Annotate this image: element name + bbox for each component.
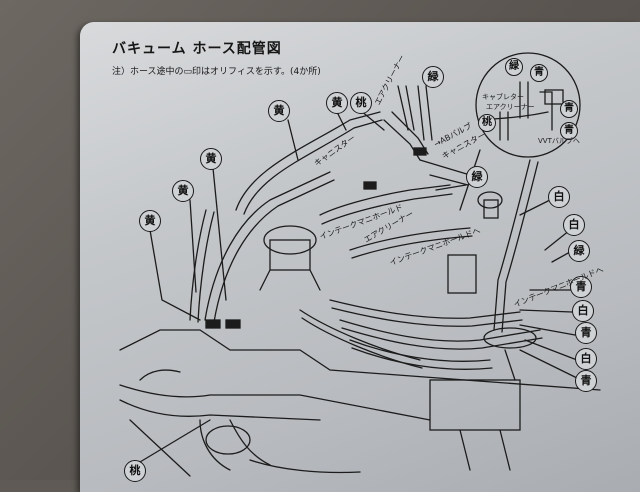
tag-green-1: 緑 [422,66,444,88]
tag-blue-1: 青 [570,276,592,298]
tag-yellow-5: 黄 [326,92,348,114]
tag-peach-1: 桃 [350,92,372,114]
orifice-1 [205,319,221,329]
bottom-valve [483,327,537,349]
tag-white-4: 白 [575,348,597,370]
tag-blue-2: 青 [575,322,597,344]
tag-green-3: 緑 [568,240,590,262]
orifice-note: 注）ホース途中の▭印はオリフィスを示す。(4か所) [112,67,321,77]
inset-label-vvt: VVTバルブへ [538,137,580,145]
inset-tag-blue-3: 青 [560,122,578,140]
inset-tag-blue-1: 青 [530,64,548,82]
inset-tag-blue-2: 青 [560,100,578,118]
tag-white-1: 白 [548,186,570,208]
tag-blue-3: 青 [575,370,597,392]
orifice-2 [225,319,241,329]
tag-yellow-2: 黄 [172,180,194,202]
orifice-3 [363,181,377,190]
inset-tag-peach: 桃 [478,114,496,132]
tag-peach-bottom: 桃 [124,460,146,482]
hose-top-2 [417,85,433,141]
tag-green-2: 緑 [466,166,488,188]
tag-white-2: 白 [563,214,585,236]
tag-white-3: 白 [572,300,594,322]
tag-yellow-1: 黄 [139,210,161,232]
tag-yellow-3: 黄 [200,148,222,170]
diagram-title: バキューム ホース配管図 [112,41,282,57]
orifice-4 [413,147,427,156]
distributor [205,425,251,455]
inset-hose-4 [539,91,553,131]
inset-valve [544,89,564,105]
inset-circle [475,52,581,158]
inset-label-carburetor: キャブレター [482,93,524,101]
inset-hose-2 [499,111,509,141]
inset-hose-3 [519,81,529,119]
hose-top-1 [397,85,415,131]
hose-diagram [119,52,601,477]
inset-label-air-cleaner: エアクリーナー [486,103,535,111]
tag-yellow-4: 黄 [268,100,290,122]
inset-tag-green: 緑 [505,58,523,76]
